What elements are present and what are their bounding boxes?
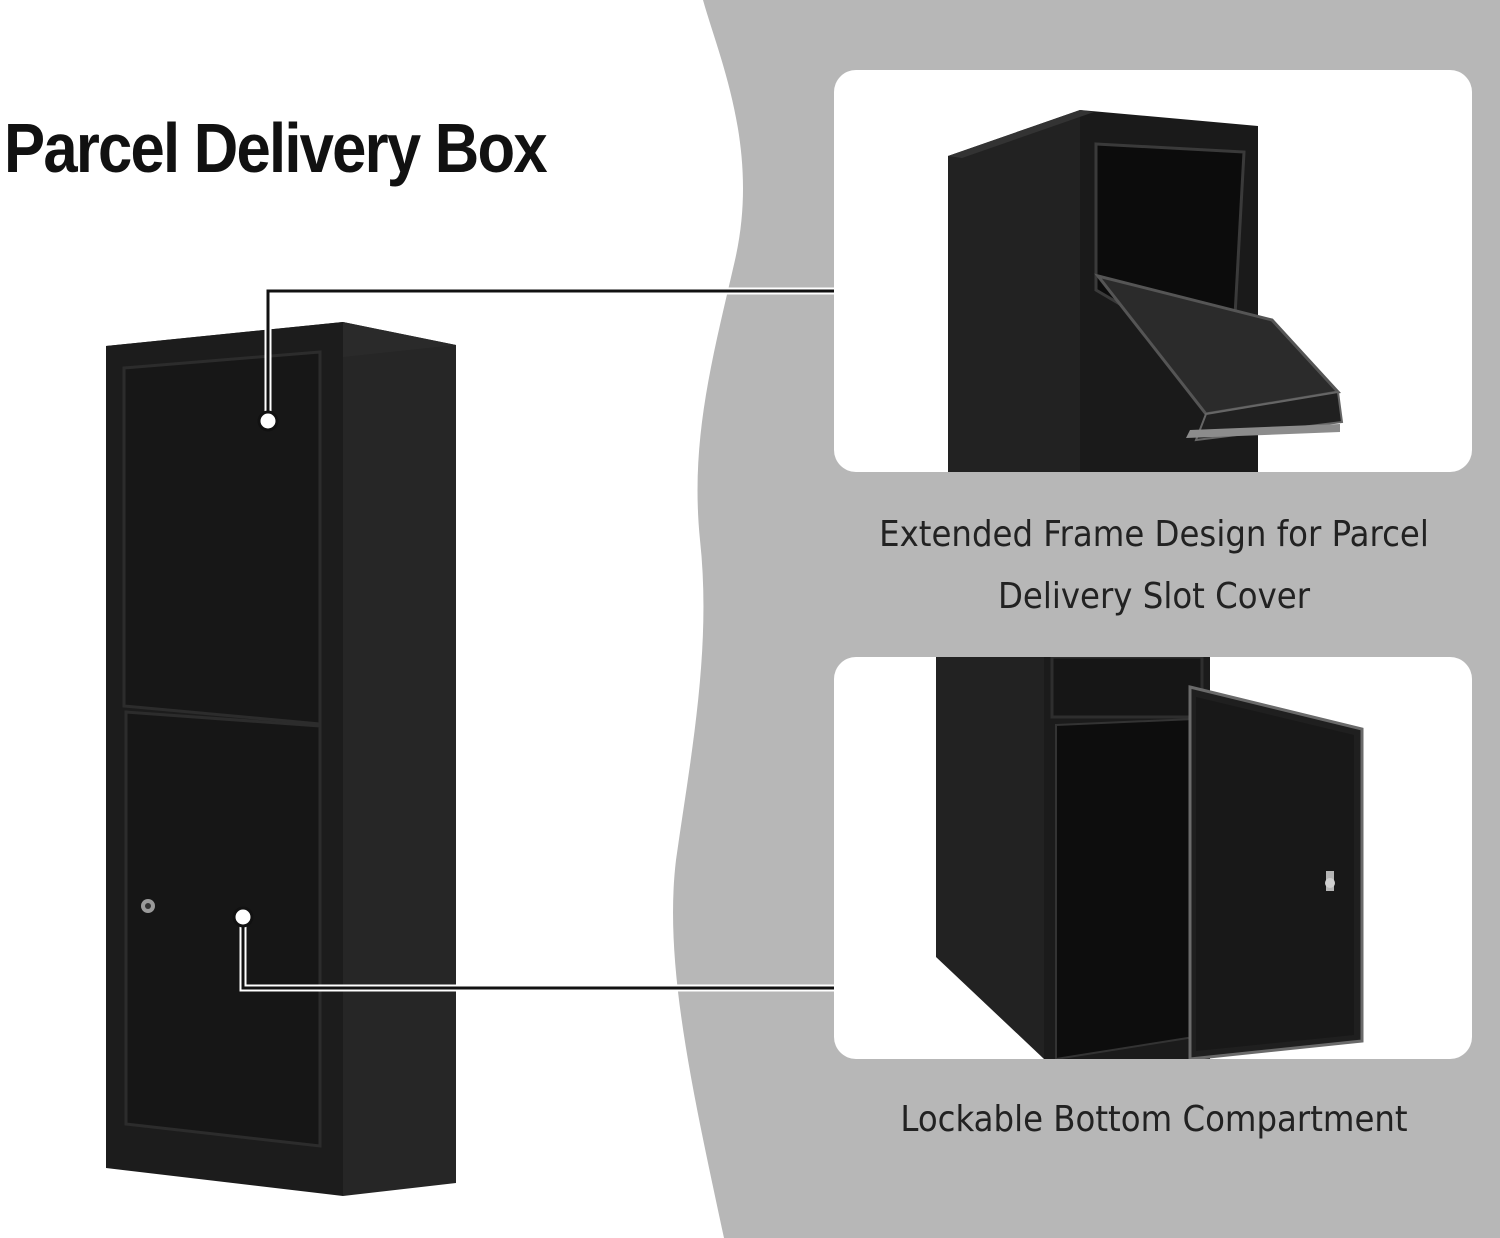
feature-caption-bottom-compartment: Lockable Bottom Compartment [866,1089,1442,1151]
caption-line: Extended Frame Design for Parcel [879,514,1429,555]
bottom-compartment-illustration [936,657,1364,1059]
slot-cover-illustration [948,110,1344,472]
page-title: Parcel Delivery Box [4,109,548,187]
latch-icon [1325,871,1335,891]
feature-card-bottom-compartment [834,657,1472,1059]
caption-line: Delivery Slot Cover [997,576,1311,617]
caption-line: Lockable Bottom Compartment [900,1099,1408,1140]
feature-caption-slot-cover: Extended Frame Design for Parcel Deliver… [866,504,1442,628]
feature-card-slot-cover [834,70,1472,472]
